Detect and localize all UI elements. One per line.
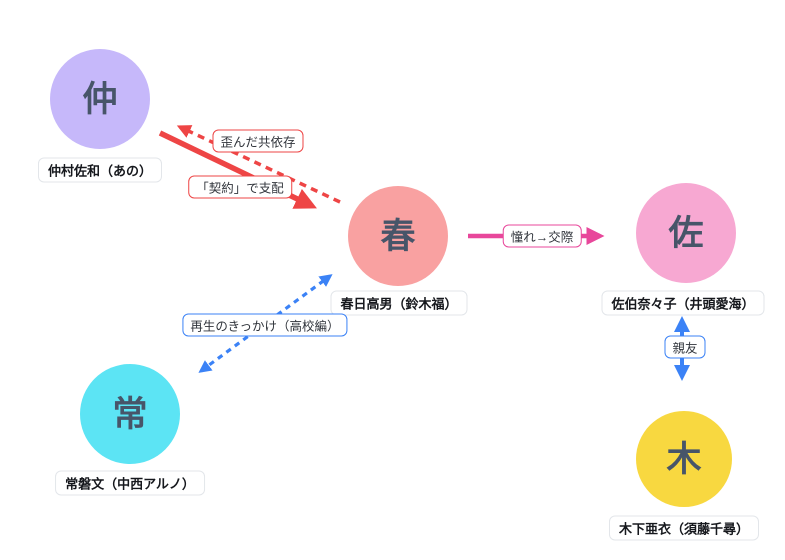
node-saeki-name-label: 佐伯奈々子（井頭愛海） <box>601 290 765 316</box>
node-kinoshita: 木 <box>636 411 732 507</box>
node-kasuga: 春 <box>348 186 448 286</box>
node-saeki: 佐 <box>636 183 736 283</box>
node-saeki-char: 佐 <box>668 213 704 253</box>
node-tokiwa: 常 <box>80 364 180 464</box>
node-kinoshita-char: 木 <box>666 439 702 479</box>
node-nakamura: 仲 <box>50 49 150 149</box>
node-tokiwa-name-label: 常磐文（中西アルノ） <box>55 470 205 496</box>
edge-rebirth-trigger-label: 再生のきっかけ（高校編） <box>182 313 348 337</box>
edge-contract-control-label: 「契約」で支配 <box>188 175 292 199</box>
node-kasuga-char: 春 <box>380 216 416 256</box>
edge-admiration-dating-label: 憧れ→交際 <box>502 224 582 248</box>
node-nakamura-name-label: 仲村佐和（あの） <box>37 157 163 183</box>
edge-best-friends-label: 親友 <box>664 335 706 359</box>
edge-distorted-codependency-label: 歪んだ共依存 <box>212 129 304 153</box>
node-kinoshita-name-label: 木下亜衣（須藤千尋） <box>608 515 760 541</box>
node-kasuga-name-label: 春日高男（鈴木福） <box>330 290 468 316</box>
node-tokiwa-char: 常 <box>112 394 148 434</box>
node-nakamura-char: 仲 <box>82 79 118 119</box>
